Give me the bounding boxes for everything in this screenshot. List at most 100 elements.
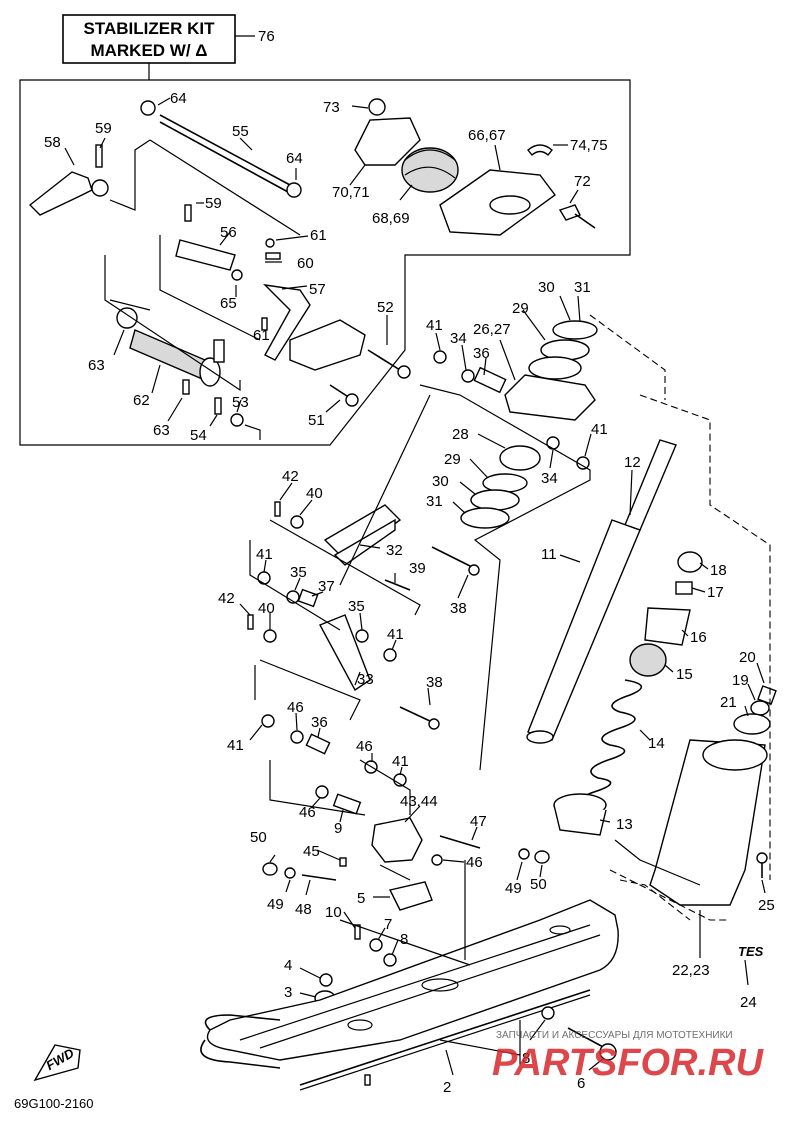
- label-part-64: 64: [170, 90, 187, 107]
- label-part-57: 57: [309, 281, 326, 298]
- kit-leader-lines: [64, 97, 579, 427]
- kit-parts: [28, 98, 596, 427]
- label-part-7: 7: [384, 916, 392, 933]
- label-part-29: 29: [444, 451, 461, 468]
- label-part-39: 39: [409, 560, 426, 577]
- label-part-5: 5: [357, 890, 365, 907]
- label-part-20: 20: [739, 649, 756, 666]
- label-part-45: 45: [303, 843, 320, 860]
- label-part-49: 49: [267, 896, 284, 913]
- label-part-41: 41: [256, 546, 273, 563]
- label-part-2: 2: [443, 1079, 451, 1096]
- label-part-29: 29: [512, 300, 529, 317]
- label-part-36: 36: [311, 714, 328, 731]
- label-part-74-75: 74,75: [570, 137, 608, 154]
- label-part-40: 40: [258, 600, 275, 617]
- label-part-68-69: 68,69: [372, 210, 410, 227]
- label-part-34: 34: [450, 330, 467, 347]
- stabilizer-kit-outline: [19, 79, 631, 446]
- fwd-arrow-icon: [33, 1044, 81, 1082]
- label-part-63: 63: [153, 422, 170, 439]
- kit-header-line2: MARKED W/ Δ: [90, 41, 207, 60]
- label-part-61: 61: [253, 327, 270, 344]
- label-part-60: 60: [297, 255, 314, 272]
- label-part-51: 51: [308, 412, 325, 429]
- label-part-33: 33: [357, 671, 374, 688]
- label-part-40: 40: [306, 485, 323, 502]
- label-part-24: 24: [740, 994, 757, 1011]
- label-part-15: 15: [676, 666, 693, 683]
- label-part-6: 6: [577, 1075, 585, 1092]
- label-part-30: 30: [538, 279, 555, 296]
- label-part-41: 41: [387, 626, 404, 643]
- label-part-49: 49: [505, 880, 522, 897]
- label-part-62: 62: [133, 392, 150, 409]
- label-part-46: 46: [287, 699, 304, 716]
- label-part-50: 50: [530, 876, 547, 893]
- label-part-47: 47: [470, 813, 487, 830]
- label-part-16: 16: [690, 629, 707, 646]
- main-leader-lines: [239, 295, 766, 1076]
- label-part-38: 38: [426, 674, 443, 691]
- diagram-code: 69G100-2160: [14, 1096, 94, 1111]
- label-part-9: 9: [334, 820, 342, 837]
- label-part-50: 50: [250, 829, 267, 846]
- label-part-66-67: 66,67: [468, 127, 506, 144]
- label-part-52: 52: [377, 299, 394, 316]
- label-part-42: 42: [282, 468, 299, 485]
- label-part-35: 35: [348, 598, 365, 615]
- part-labels: 64 59 58 55 64 73 66,67 74,75 70,71 72 6…: [44, 90, 775, 1096]
- label-part-41: 41: [591, 421, 608, 438]
- label-part-65: 65: [220, 295, 237, 312]
- label-part-42: 42: [218, 590, 235, 607]
- label-part-48: 48: [295, 901, 312, 918]
- label-part-17: 17: [707, 584, 724, 601]
- label-part-13: 13: [616, 816, 633, 833]
- label-part-41: 41: [426, 317, 443, 334]
- label-part-22-23: 22,23: [672, 962, 710, 979]
- ski: [206, 899, 619, 1061]
- stabilizer-kit-header: STABILIZER KIT MARKED W/ Δ 76: [62, 14, 275, 80]
- label-part-25: 25: [758, 897, 775, 914]
- watermark-logo: PARTSFOR.RU: [492, 1042, 764, 1084]
- label-part-46: 46: [466, 854, 483, 871]
- label-part-37: 37: [318, 578, 335, 595]
- label-part-46: 46: [299, 804, 316, 821]
- emblem-text: TES: [738, 944, 764, 959]
- main-assembly-guides: [249, 314, 771, 1065]
- label-part-73: 73: [323, 99, 340, 116]
- label-part-59: 59: [95, 120, 112, 137]
- label-part-30: 30: [432, 473, 449, 490]
- label-part-4: 4: [284, 957, 292, 974]
- label-part-18: 18: [710, 562, 727, 579]
- label-part-10: 10: [325, 904, 342, 921]
- label-part-14: 14: [648, 735, 665, 752]
- label-part-31: 31: [426, 493, 443, 510]
- label-part-54: 54: [190, 427, 207, 444]
- label-part-56: 56: [220, 224, 237, 241]
- label-part-28: 28: [452, 426, 469, 443]
- label-part-8: 8: [400, 931, 408, 948]
- label-part-12: 12: [624, 454, 641, 471]
- label-part-46: 46: [356, 738, 373, 755]
- label-part-11: 11: [541, 546, 557, 563]
- label-part-8: 8: [522, 1050, 530, 1067]
- label-part-64: 64: [286, 150, 303, 167]
- label-part-61: 61: [310, 227, 327, 244]
- label-part-38: 38: [450, 600, 467, 617]
- label-part-21: 21: [720, 694, 737, 711]
- kit-header-line1: STABILIZER KIT: [84, 19, 216, 38]
- label-part-58: 58: [44, 134, 61, 151]
- partsfor-watermark: ЗАПЧАСТИ И АКСЕССУАРЫ ДЛЯ МОТОТЕХНИКИ PA…: [492, 1030, 764, 1084]
- label-part-55: 55: [232, 123, 249, 140]
- label-part-19: 19: [732, 672, 749, 689]
- label-part-70-71: 70,71: [332, 184, 370, 201]
- label-part-41: 41: [392, 753, 409, 770]
- label-part-53: 53: [232, 394, 249, 411]
- label-part-26-27: 26,27: [473, 321, 511, 338]
- label-part-43-44: 43,44: [400, 793, 438, 810]
- label-part-32: 32: [386, 542, 403, 559]
- label-part-31: 31: [574, 279, 591, 296]
- kit-ref-number: 76: [258, 28, 275, 45]
